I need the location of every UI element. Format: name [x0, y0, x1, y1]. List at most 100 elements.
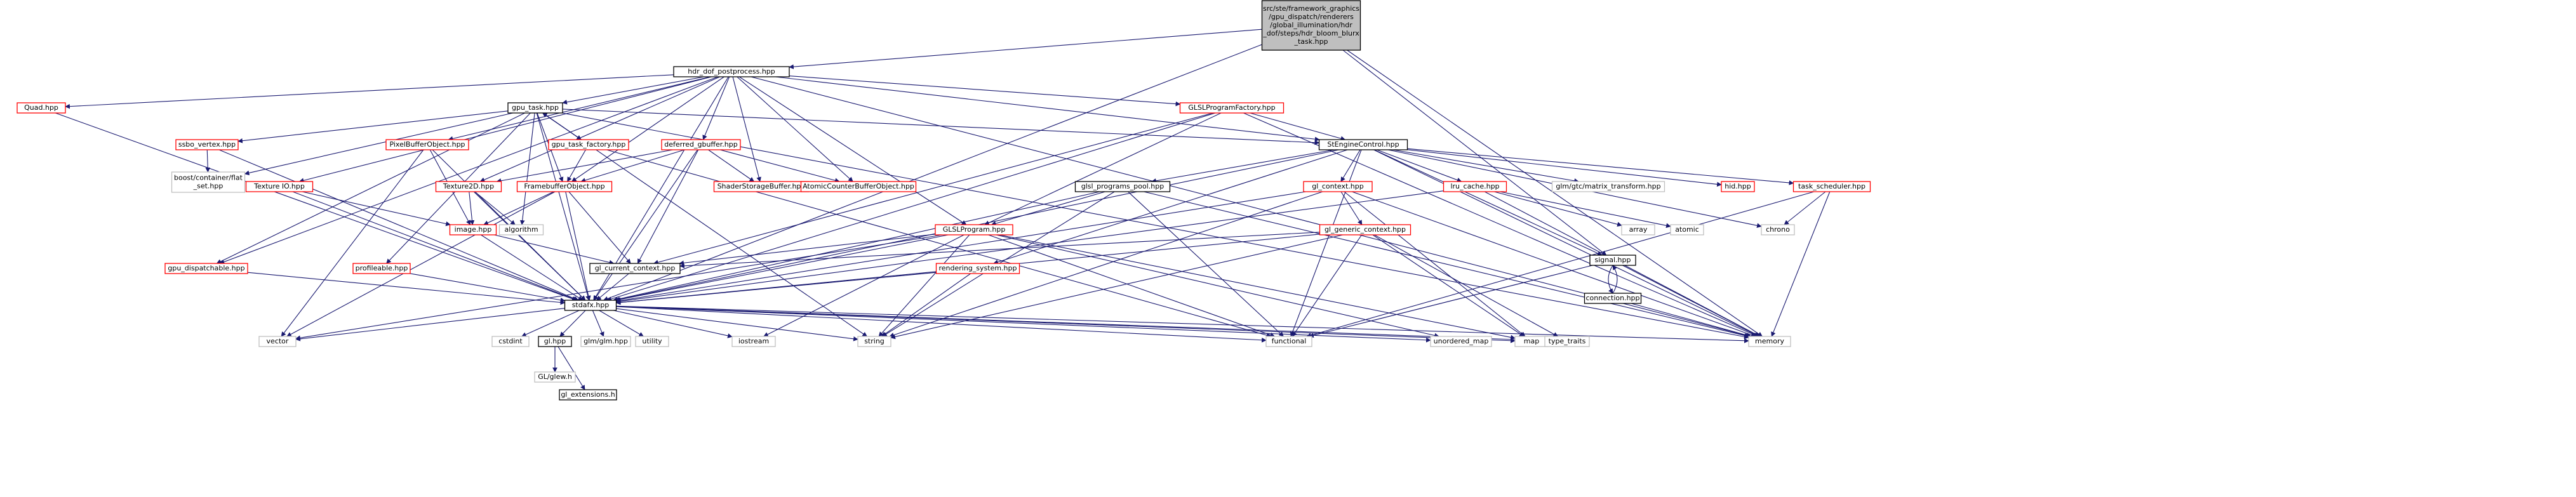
node-deferred-gbuffer[interactable]: deferred_gbuffer.hpp: [661, 139, 741, 150]
edge-gpu_task_factory-to-fbo: [567, 149, 586, 182]
node-gl-generic-ctx[interactable]: gl_generic_context.hpp: [1319, 224, 1411, 235]
node-box-profileable: [352, 263, 411, 274]
edge-glsl_pool-to-stdafx: [613, 191, 1100, 302]
edge-hdr_dof-to-glsl_program: [738, 76, 967, 225]
node-label-memory: memory: [1755, 337, 1784, 345]
node-label-functional: functional: [1272, 337, 1307, 345]
node-ssbo-vertex[interactable]: ssbo_vertex.hpp: [175, 139, 239, 150]
node-texture2d[interactable]: Texture2D.hpp: [435, 181, 502, 192]
node-gl-hpp[interactable]: gl.hpp: [538, 336, 572, 347]
node-profileable[interactable]: profileable.hpp: [352, 263, 411, 274]
node-label-fbo: FramebufferObject.hpp: [524, 182, 604, 190]
edge-gl_context-to-string: [889, 191, 1323, 338]
edge-hdr_dof-to-pbo: [448, 76, 711, 142]
node-box-glm-glm: [580, 336, 631, 347]
edge-gpu_task-to-stdafx: [536, 112, 591, 301]
node-label-signal: signal.hpp: [1595, 256, 1631, 264]
node-gl-context[interactable]: gl_context.hpp: [1303, 181, 1373, 192]
edge-glsl_program-to-vector: [295, 234, 943, 341]
node-rendering-system[interactable]: rendering_system.hpp: [935, 263, 1020, 274]
node-gpu-task-factory[interactable]: gpu_task_factory.hpp: [548, 139, 629, 150]
edge-connection-to-memory: [1631, 303, 1752, 338]
node-pbo[interactable]: PixelBufferObject.hpp: [385, 139, 469, 150]
node-root[interactable]: src/ste/framework_graphics/gpu_dispatch/…: [1261, 0, 1361, 51]
node-label-string: string: [864, 337, 884, 345]
node-hdr-dof[interactable]: hdr_dof_postprocess.hpp: [673, 66, 790, 77]
edge-glsl_program-to-stdafx: [615, 234, 949, 302]
edge-pbo-to-vector: [281, 149, 424, 337]
edge-stdafx-to-vector: [295, 308, 565, 341]
node-box-array: [1621, 224, 1655, 235]
node-box-task-scheduler: [1792, 181, 1871, 192]
edge-gpu_task-to-algorithm: [519, 112, 535, 225]
edge-glsl_pool-to-glsl_program: [991, 191, 1105, 226]
node-label-ste-engine: StEngineControl.hpp: [1327, 140, 1399, 149]
node-label-quad: Quad.hpp: [24, 103, 58, 112]
node-signal[interactable]: signal.hpp: [1589, 255, 1636, 266]
node-box-ste-engine: [1318, 139, 1408, 150]
node-cstdint: cstdint: [491, 336, 530, 347]
edge-gl_context-to-gl_generic_ctx: [1340, 191, 1363, 225]
edge-fbo-to-image: [483, 191, 554, 225]
edge-gpu_task-to-boost_flatset: [244, 112, 513, 176]
node-label-gpu-task: gpu_task.hpp: [512, 103, 559, 112]
node-stdafx[interactable]: stdafx.hpp: [564, 300, 617, 311]
edge-gpu_task_factory-to-functional: [606, 149, 1272, 338]
node-connection[interactable]: connection.hpp: [1584, 293, 1642, 304]
edge-gl_generic_ctx-to-functional: [1291, 234, 1363, 337]
node-box-gl-context: [1303, 181, 1373, 192]
node-algorithm: algorithm: [498, 224, 544, 235]
node-gl-ext[interactable]: gl_extensions.h: [559, 389, 617, 401]
node-box-connection: [1584, 293, 1642, 304]
edge-task_scheduler-to-functional: [1306, 191, 1815, 338]
node-box-stdafx: [564, 300, 617, 311]
node-image[interactable]: image.hpp: [449, 224, 497, 235]
node-hid[interactable]: hid.hpp: [1721, 181, 1755, 192]
edge-gl_generic_ctx-to-map: [1372, 234, 1525, 337]
edge-ste_engine-to-glm_matrix: [1392, 149, 1579, 183]
edge-glsl_factory-to-gl_current_ctx: [653, 112, 1213, 265]
edge-stdafx-to-type_traits: [616, 305, 1545, 343]
edge-gl_generic_ctx-to-type_traits: [1374, 234, 1559, 337]
node-string: string: [857, 336, 891, 347]
node-label-gpu-dispatchable: gpu_dispatchable.hpp: [168, 264, 244, 272]
node-label-unordered-map: unordered_map: [1434, 337, 1489, 345]
node-texture-io[interactable]: Texture IO.hpp: [245, 181, 314, 192]
node-glm-matrix: glm/gtc/matrix_transform.hpp: [1551, 181, 1665, 192]
node-label-gpu-task-factory: gpu_task_factory.hpp: [552, 140, 626, 149]
edge-rendering_system-to-string: [881, 273, 971, 337]
node-box-glsl-factory: [1179, 102, 1285, 114]
node-glew: GL/glew.h: [534, 371, 576, 383]
node-label-ssb: ShaderStorageBuffer.hpp: [717, 182, 806, 190]
node-ste-engine[interactable]: StEngineControl.hpp: [1318, 139, 1408, 150]
edge-hdr_dof-to-ssb: [732, 76, 761, 182]
node-acbo[interactable]: AtomicCounterBufferObject.hpp: [800, 181, 917, 192]
node-quad[interactable]: Quad.hpp: [17, 102, 66, 114]
node-unordered-map: unordered_map: [1430, 336, 1492, 347]
node-label-gl-context: gl_context.hpp: [1312, 182, 1363, 190]
node-label-hid: hid.hpp: [1725, 182, 1751, 190]
edge-glsl_program-to-string: [878, 234, 970, 337]
node-ssb[interactable]: ShaderStorageBuffer.hpp: [713, 181, 810, 192]
node-fbo[interactable]: FramebufferObject.hpp: [516, 181, 613, 192]
edge-ste_engine-to-gl_context: [1340, 149, 1361, 182]
node-task-scheduler[interactable]: task_scheduler.hpp: [1792, 181, 1871, 192]
node-box-unordered-map: [1430, 336, 1492, 347]
node-gl-current-ctx[interactable]: gl_current_context.hpp: [589, 263, 681, 274]
node-label-deferred-gbuffer: deferred_gbuffer.hpp: [664, 140, 737, 149]
node-label-acbo: AtomicCounterBufferObject.hpp: [803, 182, 914, 190]
edge-ste_engine-to-lru_cache: [1377, 149, 1462, 183]
edge-glsl_program-to-gl_current_ctx: [679, 234, 936, 266]
node-glsl-factory[interactable]: GLSLProgramFactory.hpp: [1179, 102, 1285, 114]
node-label-vector: vector: [267, 337, 289, 345]
node-gpu-dispatchable[interactable]: gpu_dispatchable.hpp: [164, 263, 248, 274]
node-label-pbo: PixelBufferObject.hpp: [389, 140, 465, 149]
node-label-chrono: chrono: [1766, 225, 1790, 234]
node-array: array: [1621, 224, 1655, 235]
node-lru-cache[interactable]: lru_cache.hpp: [1443, 181, 1507, 192]
node-glsl-program[interactable]: GLSLProgram.hpp: [935, 224, 1013, 235]
node-glsl-pool[interactable]: glsl_programs_pool.hpp: [1074, 181, 1171, 192]
node-label-gl-hpp: gl.hpp: [544, 337, 566, 345]
node-label-boost-flatset: boost/container/flat_set.hpp: [174, 174, 243, 190]
node-gpu-task[interactable]: gpu_task.hpp: [507, 102, 563, 114]
